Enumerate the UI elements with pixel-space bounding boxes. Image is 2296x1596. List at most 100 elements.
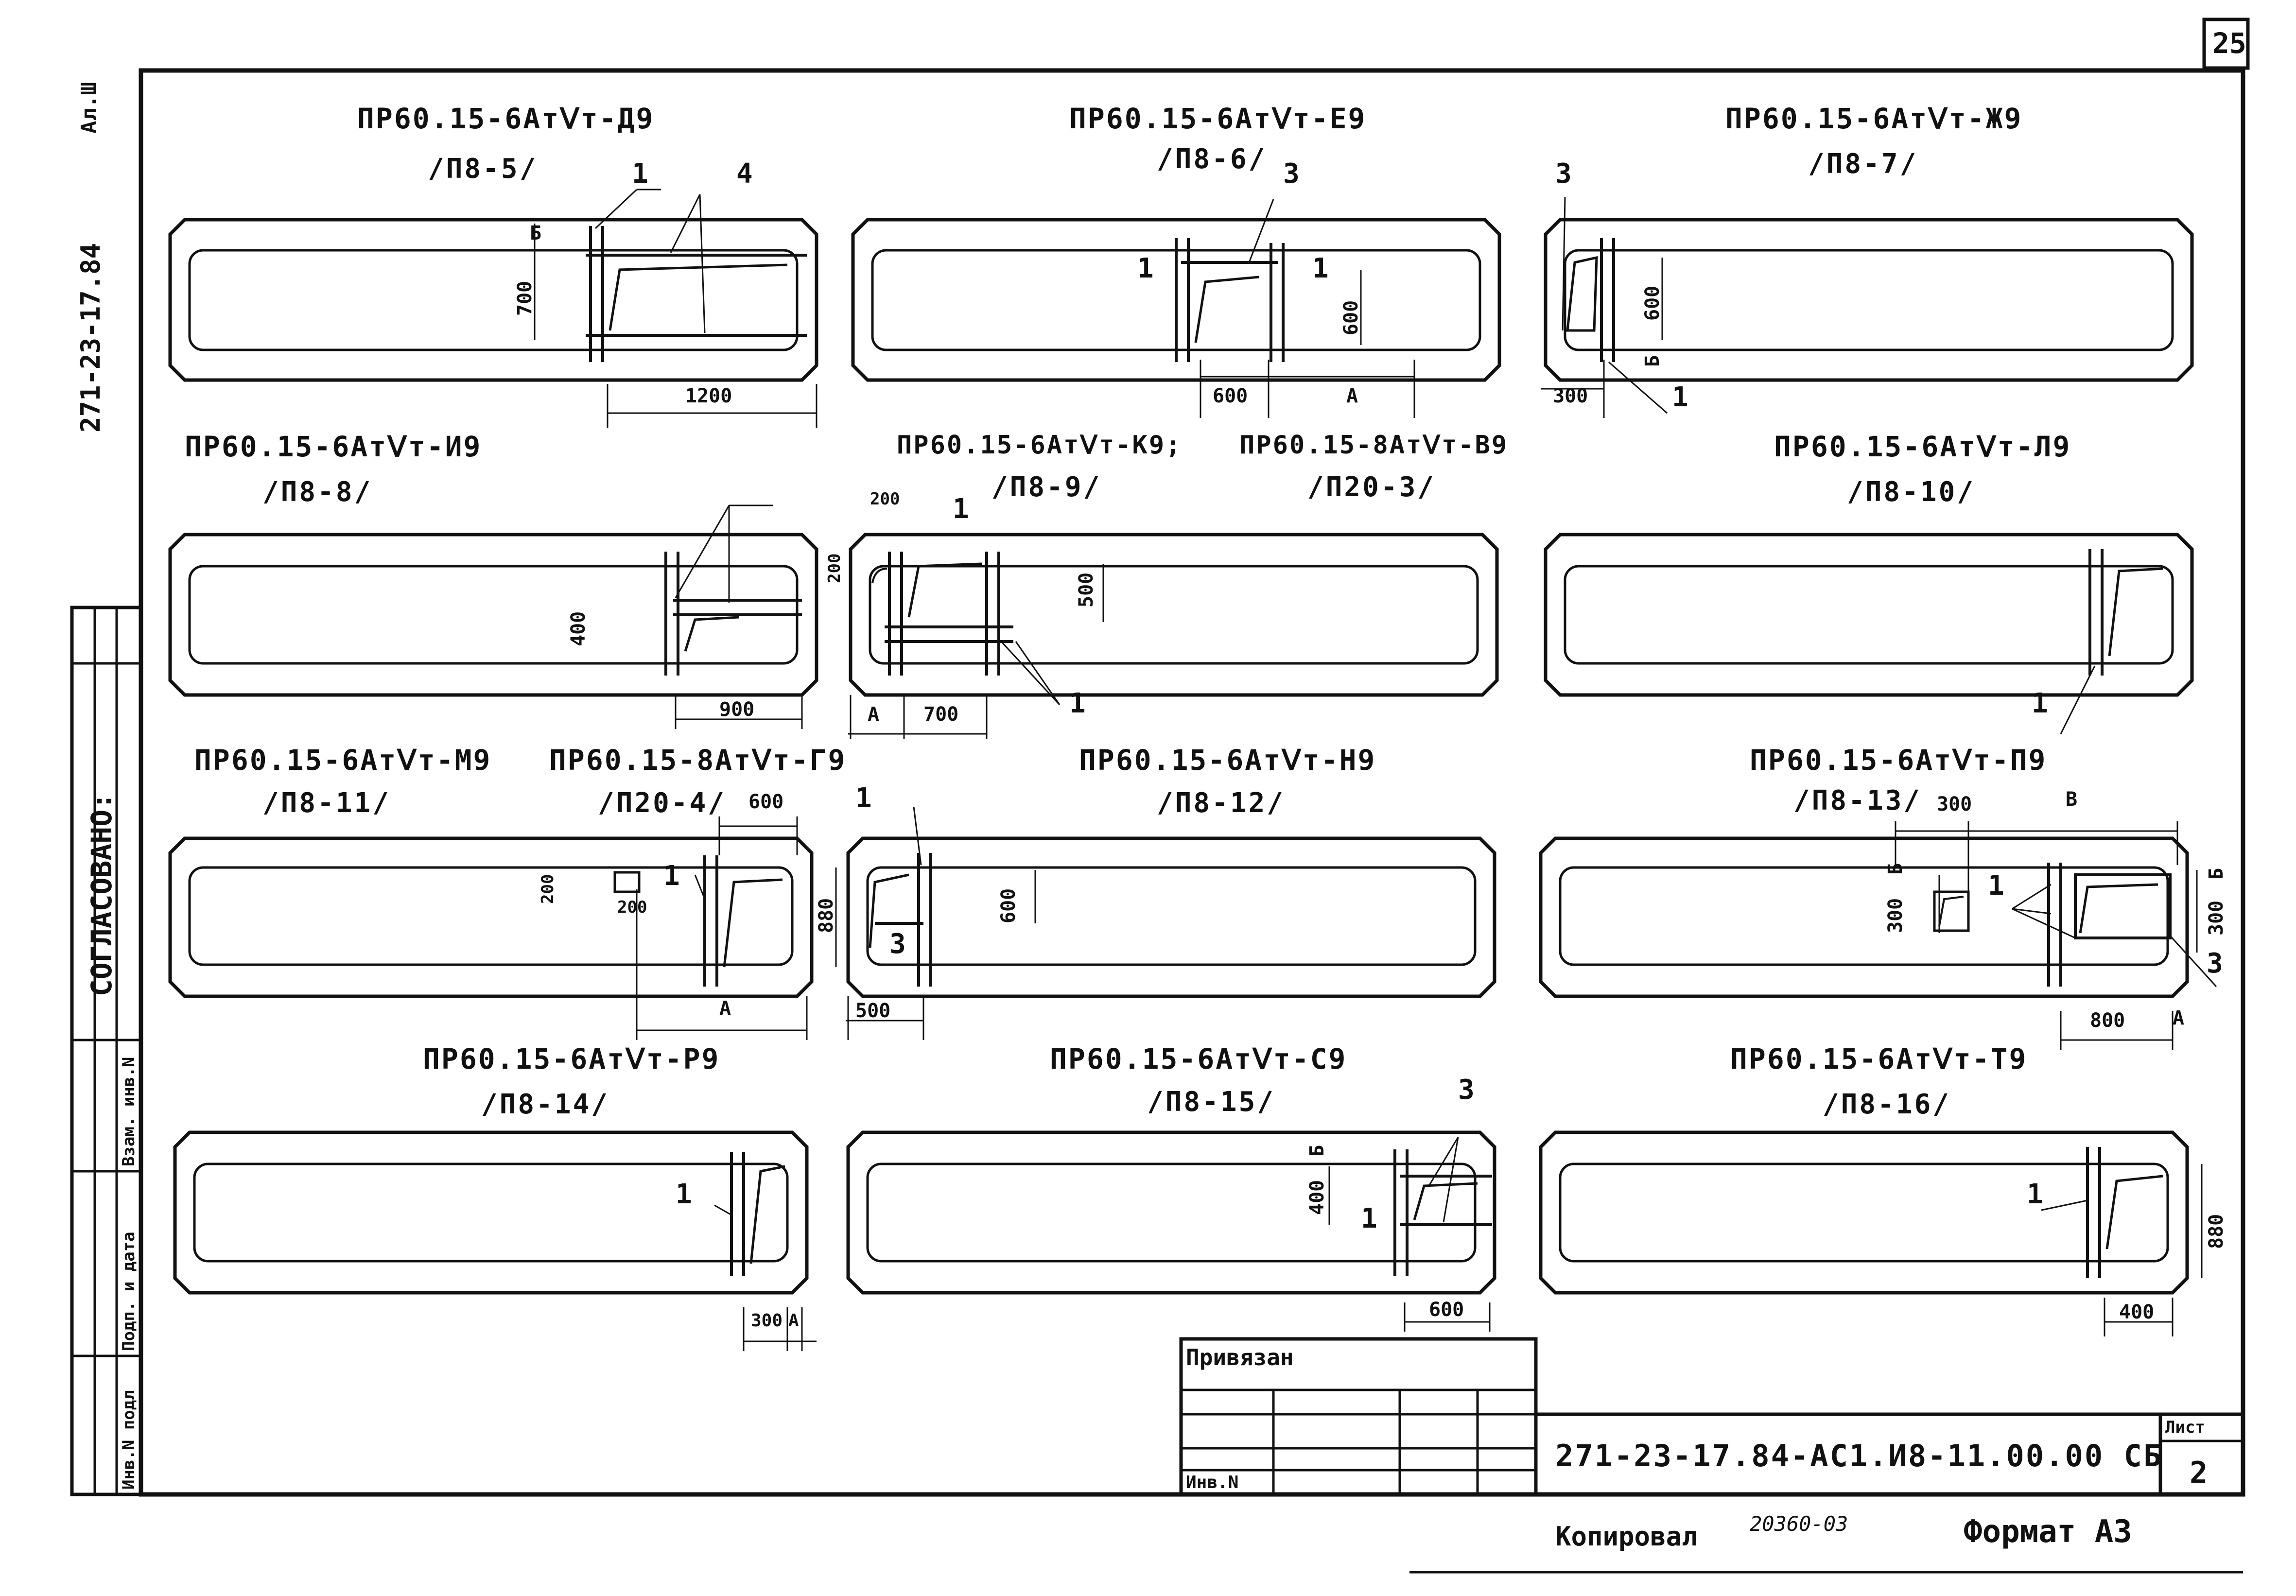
panel-mark-g9: /П20-4/ xyxy=(598,787,727,819)
panel-mark-k9: /П8-9/ xyxy=(991,471,1102,503)
privyazan-label: Привязан xyxy=(1186,1344,1294,1370)
panel-zh9-outline xyxy=(1541,196,2194,418)
callout-3: 3 xyxy=(1555,158,1572,190)
title-block-code xyxy=(1534,1412,2245,1496)
dim-700: 700 xyxy=(514,280,536,316)
dim-200: 200 xyxy=(825,553,844,583)
panel-title-l9: ПР60.15-6АтⅤт-Л9 xyxy=(1774,430,2071,463)
side-col-replace: Взам. инв.N xyxy=(119,1057,139,1166)
panel-mark-m9: /П8-11/ xyxy=(262,787,391,819)
callout-3: 3 xyxy=(889,928,906,960)
panel-mark-n9: /П8-12/ xyxy=(1157,787,1286,819)
callout-1: 1 xyxy=(1988,870,2004,902)
dim-b: Б xyxy=(1306,1145,1328,1157)
dim-200: 200 xyxy=(538,874,557,904)
panel-n9-outline xyxy=(835,806,1496,1040)
callout-1: 1 xyxy=(1361,1203,1377,1234)
dim-500: 500 xyxy=(1075,572,1097,607)
panel-title-p9: ПР60.15-6АтⅤт-П9 xyxy=(1750,744,2047,777)
panel-title-t9: ПР60.15-6АтⅤт-Т9 xyxy=(1730,1042,2028,1076)
top-sheet-box xyxy=(2202,17,2250,70)
callout-1: 1 xyxy=(1672,382,1688,413)
panel-title-r9: ПР60.15-6АтⅤт-Р9 xyxy=(423,1042,720,1076)
panel-mark-zh9: /П8-7/ xyxy=(1808,148,1918,180)
dim-900: 900 xyxy=(719,698,755,721)
panel-r9-outline xyxy=(173,1130,817,1351)
side-col-sign: Подп. и дата xyxy=(119,1232,139,1351)
dim-200: 200 xyxy=(870,489,900,509)
dim-b: Б xyxy=(1884,863,1907,875)
callout-3: 3 xyxy=(1458,1074,1475,1106)
top-sheet-number: 25 xyxy=(2212,27,2246,60)
dim-1200: 1200 xyxy=(685,385,732,407)
panel-p9-outline xyxy=(1539,821,2217,1050)
callout-1: 1 xyxy=(2032,688,2048,719)
callout-1: 1 xyxy=(676,1179,692,1210)
dim-400: 400 xyxy=(2119,1301,2155,1323)
panel-title-k9: ПР60.15-6АтⅤт-К9; xyxy=(897,431,1183,460)
agreed-label: СОГЛАСОВАНО: xyxy=(85,792,118,996)
panel-title-v9: ПР60.15-8АтⅤт-В9 xyxy=(1239,431,1509,460)
dim-b: Б xyxy=(530,222,542,244)
dim-600: 600 xyxy=(997,888,1020,923)
callout-1: 1 xyxy=(953,493,969,525)
dim-200: 200 xyxy=(617,898,647,917)
panel-i9-outline xyxy=(168,504,818,729)
callout-1: 1 xyxy=(663,860,680,892)
margin-code: 271-23-17.84 xyxy=(75,243,106,433)
document-code: 271-23-17.84-АС1.И8-11.00.00 СБ xyxy=(1555,1438,2163,1474)
dim-a: А xyxy=(868,703,880,726)
dim-300: 300 xyxy=(1937,793,1972,815)
dim-880: 880 xyxy=(2205,1214,2227,1249)
panel-d9-outline xyxy=(168,189,818,428)
callout-1: 1 xyxy=(2027,1179,2043,1210)
dim-300: 300 xyxy=(1884,898,1907,933)
inv-n-label: Инв.N xyxy=(1186,1473,1239,1492)
panel-title-e9: ПР60.15-6АтⅤт-Е9 xyxy=(1069,102,1367,135)
callout-3: 3 xyxy=(2207,948,2223,979)
dim-800: 800 xyxy=(2090,1009,2125,1032)
panel-l9-outline xyxy=(1544,533,2194,734)
panel-mark-e9: /П8-6/ xyxy=(1157,143,1267,175)
sheet-frame xyxy=(139,68,2245,1497)
copy-number: 20360-03 xyxy=(1750,1512,1848,1536)
dim-400: 400 xyxy=(567,611,590,646)
panel-title-s9: ПР60.15-6АтⅤт-С9 xyxy=(1050,1042,1347,1076)
panel-k9-outline xyxy=(848,533,1499,739)
dim-400: 400 xyxy=(1306,1180,1328,1215)
panel-e9-outline xyxy=(851,199,1501,418)
format-code: Ал.Ш xyxy=(77,82,102,134)
callout-1: 1 xyxy=(1069,688,1086,719)
dim-a: А xyxy=(788,1311,799,1331)
copied-label: Копировал xyxy=(1555,1521,1698,1552)
side-stamp xyxy=(70,606,143,1496)
panel-title-zh9: ПР60.15-6АтⅤт-Ж9 xyxy=(1725,102,2023,135)
panel-title-d9: ПР60.15-6АтⅤт-Д9 xyxy=(357,102,655,135)
panel-mark-i9: /П8-8/ xyxy=(262,476,373,508)
panel-title-i9: ПР60.15-6АтⅤт-И9 xyxy=(185,430,482,463)
panel-mark-s9: /П8-15/ xyxy=(1147,1086,1276,1118)
callout-1: 1 xyxy=(632,158,648,190)
dim-a: А xyxy=(1346,385,1358,407)
list-label: Лист xyxy=(2165,1418,2205,1437)
dim-500: 500 xyxy=(855,1000,891,1022)
panel-mark-d9: /П8-5/ xyxy=(428,153,538,185)
panel-title-m9: ПР60.15-6АтⅤт-М9 xyxy=(194,744,492,777)
dim-300: 300 xyxy=(751,1311,783,1331)
callout-1: 1 xyxy=(1137,253,1154,284)
dim-600: 600 xyxy=(1340,300,1362,335)
dim-700: 700 xyxy=(923,703,959,726)
dim-600: 600 xyxy=(1641,285,1664,321)
panel-mark-p9: /П8-13/ xyxy=(1793,785,1922,816)
callout-1: 1 xyxy=(855,782,872,814)
panel-mark-t9: /П8-16/ xyxy=(1823,1089,1951,1120)
dim-600: 600 xyxy=(1213,385,1248,407)
dim-600: 600 xyxy=(1429,1299,1464,1321)
dim-b: Б xyxy=(2205,867,2227,880)
panel-m9-g9-outline xyxy=(168,816,814,1040)
dim-a: А xyxy=(2173,1007,2185,1029)
callout-4: 4 xyxy=(736,158,753,190)
panel-mark-l9: /П8-10/ xyxy=(1847,476,1976,508)
callout-3: 3 xyxy=(1283,158,1300,190)
